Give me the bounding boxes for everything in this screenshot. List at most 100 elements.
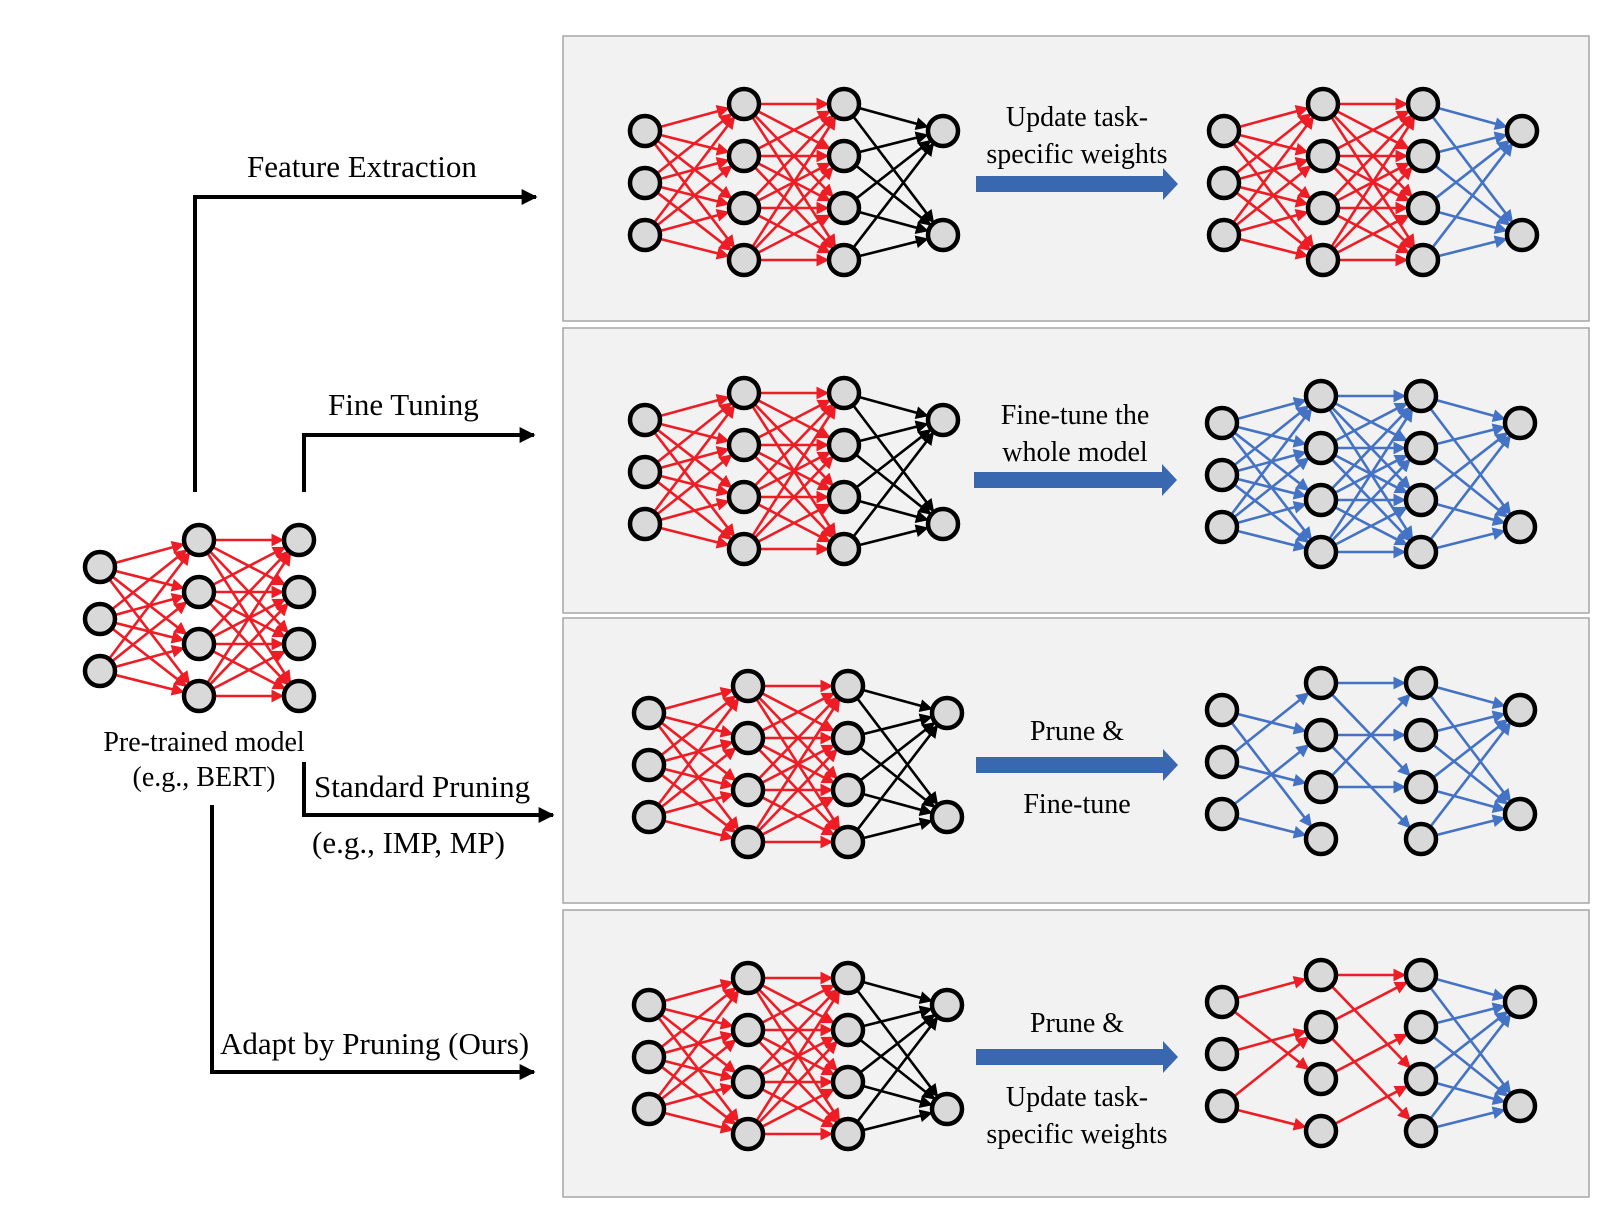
neuron-node	[1504, 113, 1540, 149]
neuron-node	[730, 960, 766, 996]
neuron-node	[830, 824, 866, 860]
edge	[114, 673, 185, 696]
pretrained-network-edges	[107, 533, 292, 703]
neuron-node	[82, 653, 118, 689]
neuron-node	[1303, 957, 1339, 993]
neuron-node	[1403, 482, 1439, 518]
edge	[211, 650, 286, 691]
edge	[1333, 506, 1408, 547]
edge	[659, 746, 737, 809]
neuron-node	[929, 1091, 965, 1127]
sp-after-network-nodes	[1204, 665, 1538, 857]
edge	[1232, 691, 1310, 754]
edge	[858, 420, 929, 443]
edge	[206, 552, 292, 685]
edge	[1232, 1035, 1310, 1098]
edge	[858, 524, 929, 547]
edge	[1328, 408, 1414, 541]
neuron-node	[1305, 242, 1341, 278]
branch-label-feature-extraction: Feature Extraction	[247, 149, 477, 184]
neuron-node	[1204, 1088, 1240, 1124]
edge	[858, 235, 929, 258]
neuron-node	[1204, 1036, 1240, 1072]
sp-after-network-edges	[1230, 676, 1512, 839]
fe-before-network-edges	[652, 97, 935, 267]
edge	[110, 548, 188, 611]
edge	[760, 692, 835, 733]
edge	[1332, 114, 1413, 199]
ft-before-network	[627, 375, 961, 567]
transition-arrow-standard-pruning	[976, 749, 1178, 781]
panel-feature-extraction-text-line1: Update task-	[1005, 102, 1149, 133]
neuron-node	[1206, 217, 1242, 253]
neuron-node	[726, 86, 762, 122]
neuron-node	[830, 772, 866, 808]
neuron-node	[1403, 665, 1439, 701]
transition-arrow-fine-tuning	[974, 464, 1177, 496]
edge	[1437, 235, 1508, 258]
edge	[757, 696, 838, 781]
sp-before-network-edges	[656, 679, 939, 849]
neuron-node	[726, 427, 762, 463]
edge	[655, 164, 733, 227]
edge	[663, 979, 734, 1003]
edge	[855, 139, 932, 200]
transition-arrow-feature-extraction	[976, 168, 1178, 200]
edge	[1330, 458, 1411, 543]
neuron-node	[181, 522, 217, 558]
edge	[756, 503, 831, 544]
edge	[751, 116, 837, 249]
edge	[659, 105, 730, 129]
neuron-node	[726, 242, 762, 278]
neuron-node	[730, 720, 766, 756]
neuron-node	[281, 522, 317, 558]
neuron-node	[1303, 717, 1339, 753]
edge	[856, 724, 939, 831]
edge	[1238, 237, 1309, 260]
edge	[1431, 142, 1514, 249]
fe-after-network	[1206, 86, 1540, 278]
edge	[663, 1111, 734, 1134]
panel-adapt-by-pruning-text-line3: specific weights	[986, 1119, 1168, 1150]
edge	[1435, 814, 1506, 837]
neuron-node	[1303, 482, 1339, 518]
neuron-node	[631, 747, 667, 783]
abp-after-network	[1204, 957, 1538, 1149]
neuron-node	[826, 242, 862, 278]
edge	[1437, 131, 1508, 154]
edge	[1333, 981, 1408, 1022]
branch-label-adapt-by-pruning: Adapt by Pruning (Ours)	[220, 1026, 530, 1061]
edge	[1232, 743, 1310, 806]
edge	[1330, 406, 1411, 491]
edge	[1229, 407, 1313, 516]
edge	[1435, 502, 1506, 526]
neuron-node	[627, 165, 663, 201]
edge	[1238, 209, 1309, 233]
edge	[1232, 404, 1310, 467]
neuron-node	[929, 987, 965, 1023]
edge	[1333, 1085, 1408, 1126]
sp-before-network	[631, 668, 965, 860]
fe-before-network	[627, 86, 961, 278]
panel-standard-pruning-text-line1: Prune &	[1029, 716, 1125, 747]
edge	[652, 404, 736, 513]
neuron-node	[281, 626, 317, 662]
edge	[1232, 456, 1310, 519]
edge	[858, 395, 929, 419]
edge	[862, 1005, 933, 1028]
edge	[862, 1084, 933, 1108]
edge	[1236, 1108, 1307, 1131]
neuron-node	[1502, 984, 1538, 1020]
pretrained-caption-line1: Pre-trained model	[103, 727, 305, 758]
edge	[862, 817, 933, 840]
neuron-node	[1303, 534, 1339, 570]
edge	[1332, 166, 1413, 251]
edge	[757, 988, 838, 1073]
edge	[1437, 106, 1508, 130]
neuron-node	[631, 1039, 667, 1075]
fe-after-network-nodes	[1206, 86, 1540, 278]
pretrained-caption-line2: (e.g., BERT)	[132, 762, 276, 793]
neuron-node	[929, 695, 965, 731]
edge	[1429, 721, 1512, 828]
edge	[659, 1038, 737, 1101]
